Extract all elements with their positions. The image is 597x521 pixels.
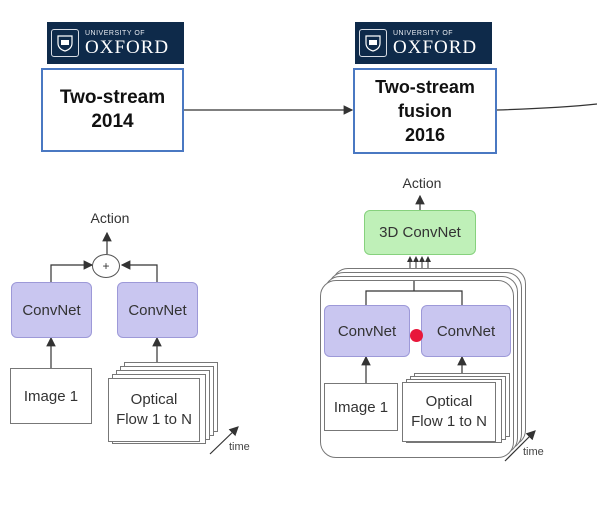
convnet-temporal-left: ConvNet bbox=[117, 282, 198, 338]
title-year: 2016 bbox=[404, 125, 446, 145]
title-year: 2014 bbox=[91, 111, 134, 132]
sum-node: + bbox=[92, 254, 120, 278]
title-line: fusion bbox=[398, 101, 452, 121]
action-label-left: Action bbox=[90, 210, 130, 226]
title-box-two-stream-2014: Two-stream 2014 bbox=[41, 68, 184, 152]
university-of-text: UNIVERSITY OF bbox=[85, 29, 146, 37]
title-line: Two-stream bbox=[59, 87, 166, 108]
oxford-logo-right: UNIVERSITY OF OXFORD bbox=[355, 22, 492, 64]
optical-line: Flow 1 to N bbox=[116, 411, 192, 428]
fusion-dot bbox=[410, 329, 423, 342]
optical-line: Flow 1 to N bbox=[411, 413, 487, 430]
action-label-right: Action bbox=[402, 175, 442, 191]
university-of-text: UNIVERSITY OF bbox=[393, 29, 454, 37]
image-input-right: Image 1 bbox=[324, 383, 398, 431]
convnet-spatial-right: ConvNet bbox=[324, 305, 410, 357]
time-label-left: time bbox=[229, 441, 250, 453]
oxford-crest-icon bbox=[359, 29, 387, 57]
oxford-logo-left: UNIVERSITY OF OXFORD bbox=[47, 22, 184, 64]
optical-flow-input-left: Optical Flow 1 to N bbox=[108, 378, 200, 442]
time-label-right: time bbox=[523, 446, 544, 458]
optical-line: Optical bbox=[425, 393, 473, 410]
convnet-temporal-right: ConvNet bbox=[421, 305, 511, 357]
conv3d-box: 3D ConvNet bbox=[364, 210, 476, 255]
plus-icon: + bbox=[102, 259, 110, 273]
optical-flow-input-right: Optical Flow 1 to N bbox=[402, 382, 496, 442]
oxford-crest-icon bbox=[51, 29, 79, 57]
title-box-two-stream-fusion-2016: Two-stream fusion 2016 bbox=[353, 68, 497, 154]
timeline-continuation bbox=[496, 103, 597, 111]
optical-line: Optical bbox=[130, 391, 178, 408]
image-input-left: Image 1 bbox=[10, 368, 92, 424]
oxford-text: OXFORD bbox=[85, 36, 170, 58]
oxford-text: OXFORD bbox=[393, 36, 478, 58]
title-line: Two-stream bbox=[375, 77, 475, 97]
convnet-spatial-left: ConvNet bbox=[11, 282, 92, 338]
